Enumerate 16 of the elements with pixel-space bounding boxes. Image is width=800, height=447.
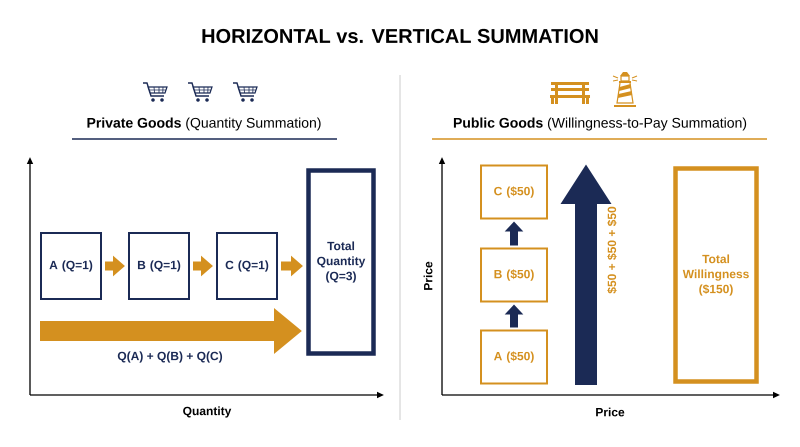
price-box: C ($50) bbox=[480, 164, 548, 220]
quantity-box: B (Q=1) bbox=[128, 232, 190, 300]
price-box: B ($50) bbox=[480, 248, 548, 302]
total-box: Total Quantity (Q=3) bbox=[306, 168, 376, 356]
total-box: Total Willingness ($150) bbox=[673, 166, 759, 384]
sum-label: $50 + $50 + $50 bbox=[607, 206, 617, 294]
title: HORIZONTAL vs. VERTICAL SUMMATION bbox=[202, 28, 598, 44]
axis-label: Price bbox=[424, 262, 432, 290]
section-heading: Private Goods (Quantity Summation) bbox=[87, 117, 321, 131]
price-box: A ($50) bbox=[480, 330, 548, 384]
quantity-box: A (Q=1) bbox=[40, 232, 102, 300]
axis-label: Quantity bbox=[183, 406, 232, 418]
edge-label: Q(A) + Q(B) + Q(C) bbox=[116, 350, 224, 364]
quantity-box: C (Q=1) bbox=[216, 232, 278, 300]
section-heading: Public Goods (Willingness-to-Pay Summation) bbox=[454, 117, 746, 131]
axis-label: Price bbox=[596, 408, 624, 416]
